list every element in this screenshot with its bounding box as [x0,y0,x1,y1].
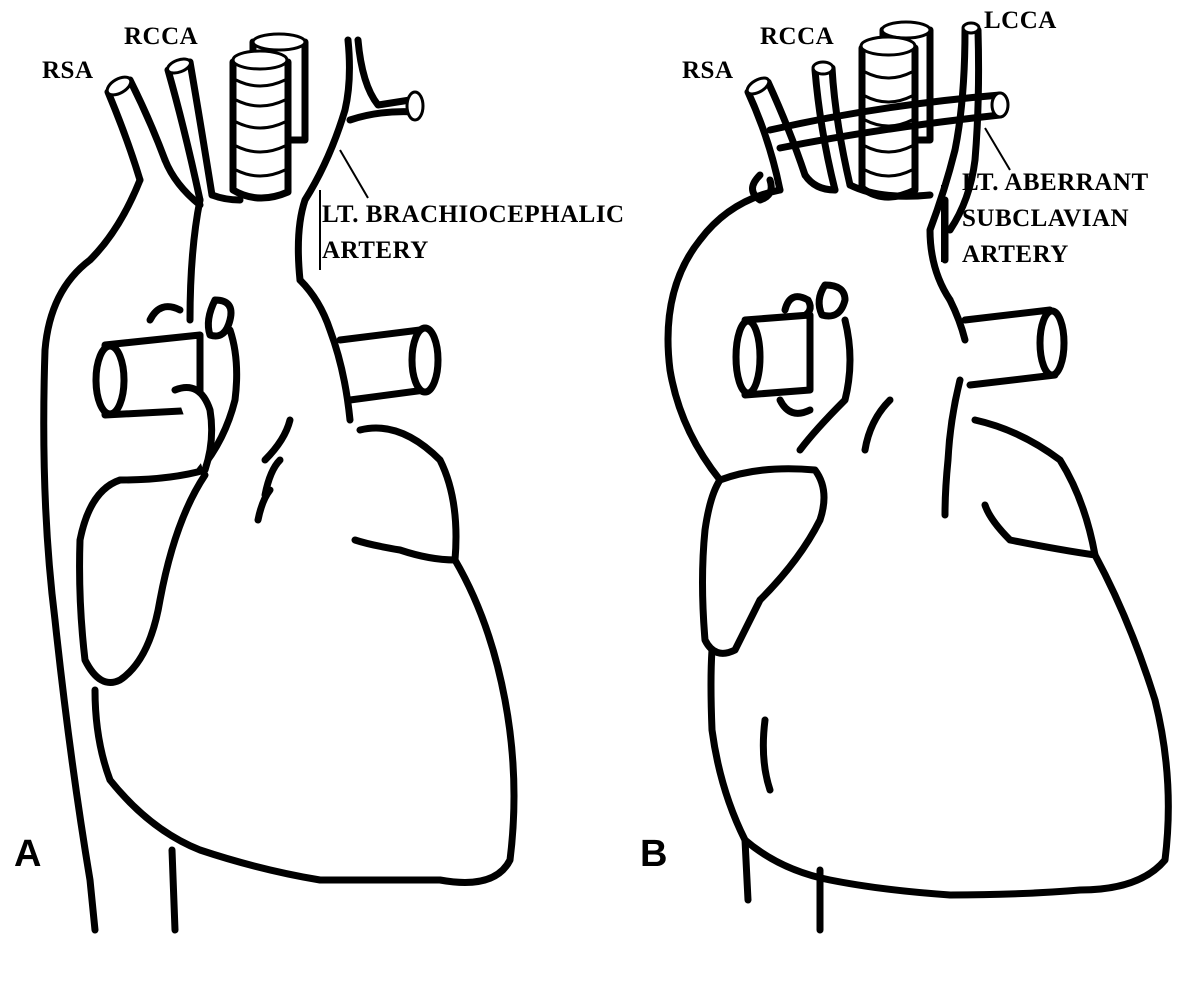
panel-a-drawing [44,34,514,930]
label-b-rsa: RSA [682,56,734,86]
panel-a-letter: A [14,834,41,874]
label-a-rsa: RSA [42,56,94,86]
panel-b-letter: B [640,834,667,874]
label-b-lcca: LCCA [984,6,1057,36]
label-b-rcca: RCCA [760,22,834,52]
label-b-lt-aberrant-line2: SUBCLAVIAN [962,204,1129,234]
panel-a-heart [80,388,514,931]
label-a-rcca: RCCA [124,22,198,52]
panel-b-drawing [668,22,1168,930]
label-b-lt-aberrant-line1: LT. ABERRANT [962,168,1149,198]
label-b-lt-aberrant-line3: ARTERY [962,240,1069,270]
label-a-lt-brachiocephalic-line1: LT. BRACHIOCEPHALIC [322,200,625,230]
label-a-lt-brachiocephalic-line2: ARTERY [322,236,429,266]
panel-a-trachea [233,34,305,198]
panel-b-heart [703,420,1169,930]
